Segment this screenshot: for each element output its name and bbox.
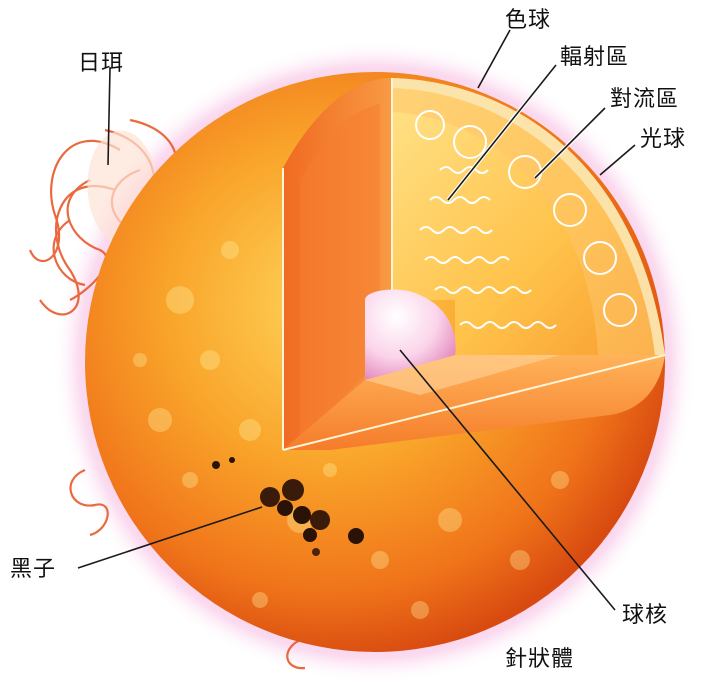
label-photosphere: 光球 — [640, 127, 686, 152]
label-spicules: 針狀體 — [505, 647, 574, 672]
label-chromosphere: 色球 — [505, 8, 551, 33]
label-prominence: 日珥 — [78, 51, 124, 76]
label-core: 球核 — [622, 603, 668, 628]
label-radiative-zone: 輻射區 — [560, 45, 629, 70]
label-sunspots: 黑子 — [10, 557, 56, 582]
label-convective-zone: 對流區 — [610, 87, 679, 112]
